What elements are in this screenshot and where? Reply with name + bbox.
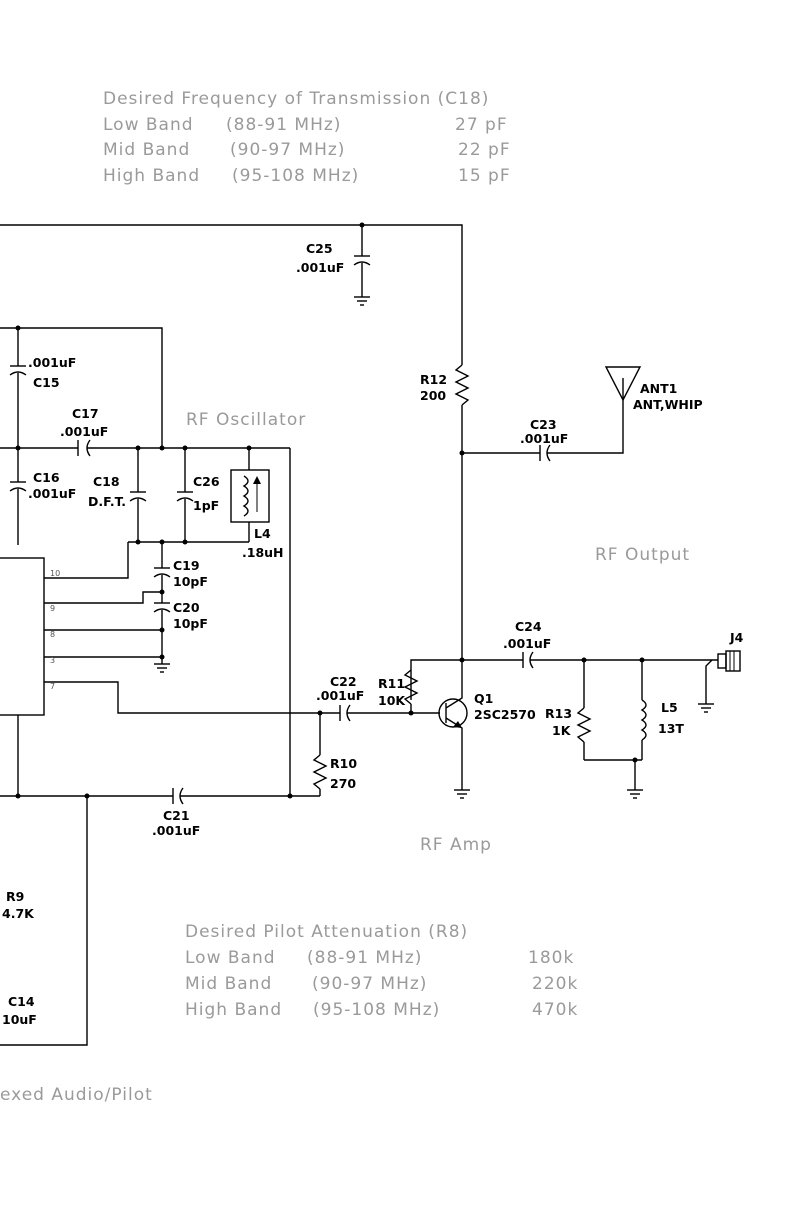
collector-feed <box>454 364 624 660</box>
pilot-row-mid-value: 220k <box>532 974 578 994</box>
c14-ref: C14 <box>8 994 35 1009</box>
r13-value: 1K <box>552 723 572 738</box>
q1-ref: Q1 <box>474 691 493 706</box>
c20-ref: C20 <box>173 600 200 615</box>
pilot-row-high-band: High Band <box>185 1000 282 1020</box>
c22-value: .001uF <box>316 688 364 703</box>
section-label-rf-amp: RF Amp <box>420 835 492 855</box>
section-label-rf-output: RF Output <box>595 545 690 565</box>
ground-icon <box>454 789 470 799</box>
frequency-table-title: Desired Frequency of Transmission (C18) <box>103 89 489 109</box>
ant1-value: ANT,WHIP <box>633 397 703 412</box>
l4-ref: L4 <box>254 526 271 541</box>
frequency-row-low-band: Low Band <box>103 115 194 135</box>
frequency-row-mid-range: (90-97 MHz) <box>230 140 345 160</box>
pilot-table: Desired Pilot Attenuation (R8) Low Band … <box>185 922 578 1020</box>
c19-value: 10pF <box>173 574 208 589</box>
amp-stage <box>0 660 470 1046</box>
ic-pin-10: 10 <box>50 569 60 578</box>
c26-ref: C26 <box>193 474 220 489</box>
ground-icon <box>154 663 170 673</box>
r12-value: 200 <box>420 388 446 403</box>
ic-pin-3: 3 <box>50 656 55 665</box>
c15-branch <box>0 325 163 448</box>
c23-value: .001uF <box>520 431 568 446</box>
r10-value: 270 <box>330 776 356 791</box>
c21-ref: C21 <box>163 808 190 823</box>
oscillator-tank <box>0 439 291 796</box>
output-network <box>410 651 718 799</box>
j4-ref: J4 <box>729 630 744 645</box>
c20-value: 10pF <box>173 616 208 631</box>
pilot-table-title: Desired Pilot Attenuation (R8) <box>185 922 468 942</box>
c24-ref: C24 <box>515 619 542 634</box>
ic-pin-7: 7 <box>50 682 55 691</box>
r11-ref: R11 <box>378 676 405 691</box>
pilot-row-mid-band: Mid Band <box>185 974 272 994</box>
c17-value: .001uF <box>60 424 108 439</box>
rf-jack-icon <box>698 650 741 713</box>
frequency-row-low-range: (88-91 MHz) <box>226 115 341 135</box>
r12-ref: R12 <box>420 372 447 387</box>
ground-icon <box>627 789 643 799</box>
c16-ref: C16 <box>33 470 60 485</box>
c25-value: .001uF <box>296 260 344 275</box>
r10-ref: R10 <box>330 756 357 771</box>
top-rail <box>0 222 463 365</box>
q1-value: 2SC2570 <box>474 707 536 722</box>
c19-ref: C19 <box>173 558 200 573</box>
c17-ref: C17 <box>72 406 99 421</box>
antenna-icon <box>604 366 642 402</box>
frequency-row-high-band: High Band <box>103 166 200 186</box>
c18-ref: C18 <box>93 474 120 489</box>
ant1-ref: ANT1 <box>640 381 677 396</box>
r9-value: 4.7K <box>2 906 35 921</box>
c15-value: .001uF <box>28 355 76 370</box>
c22-ref: C22 <box>330 674 357 689</box>
pilot-row-high-range: (95-108 MHz) <box>313 1000 440 1020</box>
frequency-row-high-range: (95-108 MHz) <box>232 166 359 186</box>
c21-value: .001uF <box>152 823 200 838</box>
c18-value: D.F.T. <box>88 494 126 509</box>
frequency-row-mid-band: Mid Band <box>103 140 190 160</box>
pilot-row-low-value: 180k <box>528 948 574 968</box>
c19-c20-stack <box>153 542 171 673</box>
section-label-audio-pilot: exed Audio/Pilot <box>0 1085 153 1105</box>
l5-ref: L5 <box>661 700 678 715</box>
ground-icon <box>354 296 370 306</box>
ic-pin-8: 8 <box>50 630 55 639</box>
c15-ref: C15 <box>33 375 60 390</box>
frequency-row-high-value: 15 pF <box>458 166 511 186</box>
c14-value: 10uF <box>2 1012 37 1027</box>
r9-ref: R9 <box>6 889 24 904</box>
c23-ref: C23 <box>530 417 557 432</box>
c24-value: .001uF <box>503 636 551 651</box>
frequency-row-low-value: 27 pF <box>455 115 508 135</box>
frequency-row-mid-value: 22 pF <box>458 140 511 160</box>
c26-value: 1pF <box>193 498 219 513</box>
l5-value: 13T <box>658 721 684 736</box>
pilot-row-low-band: Low Band <box>185 948 276 968</box>
ic-block: 10 9 8 3 7 <box>0 542 340 796</box>
pilot-row-low-range: (88-91 MHz) <box>307 948 422 968</box>
r13-ref: R13 <box>545 706 572 721</box>
r11-value: 10K <box>378 693 406 708</box>
l4-value: .18uH <box>242 545 284 560</box>
section-label-rf-oscillator: RF Oscillator <box>186 410 306 430</box>
pilot-row-mid-range: (90-97 MHz) <box>312 974 427 994</box>
pilot-row-high-value: 470k <box>532 1000 578 1020</box>
c16-value: .001uF <box>28 486 76 501</box>
c25-ref: C25 <box>306 241 333 256</box>
ic-pin-9: 9 <box>50 604 55 613</box>
frequency-table: Desired Frequency of Transmission (C18) … <box>103 89 511 186</box>
